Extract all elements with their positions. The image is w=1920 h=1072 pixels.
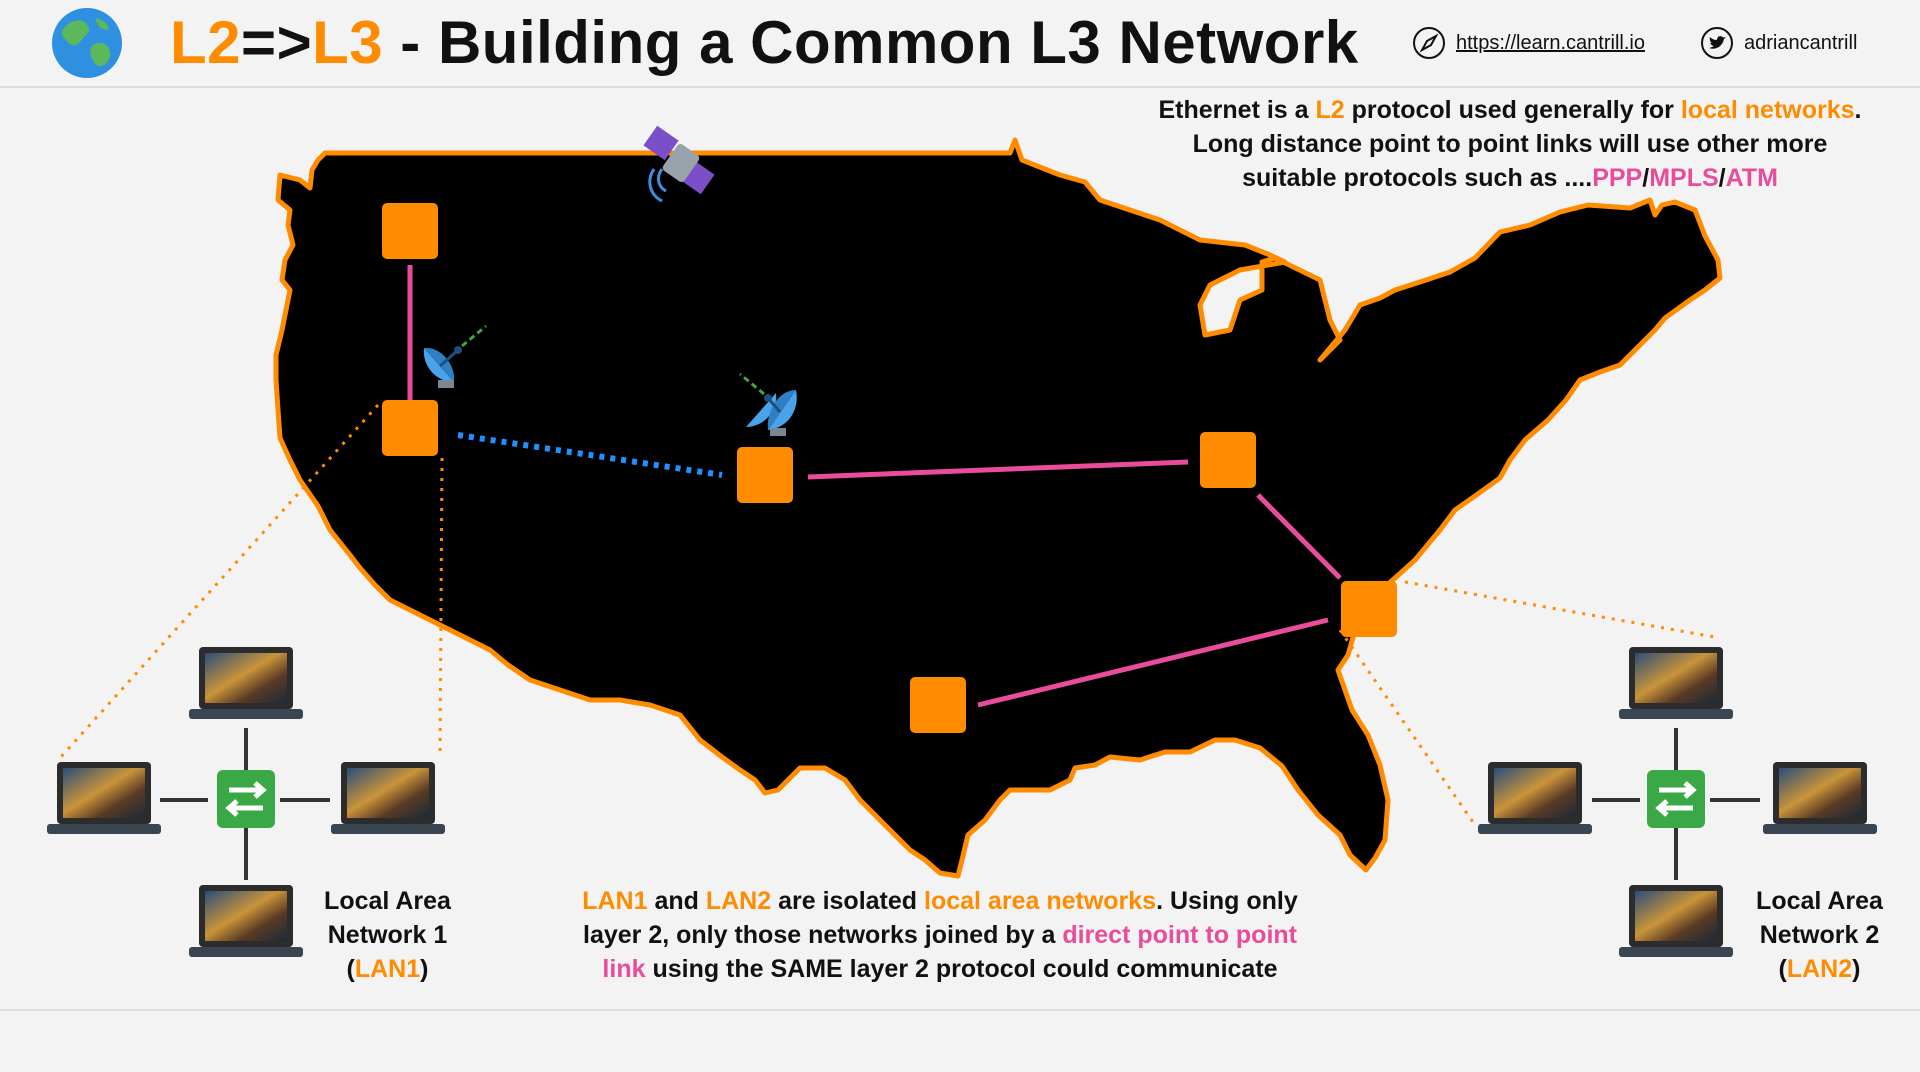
paren: ( — [346, 955, 355, 983]
note-l2: L2 — [1315, 96, 1345, 124]
note-local-area-networks: local area networks — [924, 887, 1157, 915]
laptop-icon[interactable] — [1619, 885, 1733, 957]
note-top-line2: Long distance point to point links will … — [1192, 130, 1828, 158]
laptop-icon[interactable] — [331, 762, 445, 834]
laptop-icon[interactable] — [189, 647, 303, 719]
network-switch-icon — [1647, 770, 1705, 828]
note-text: and — [647, 887, 706, 915]
note-text: are isolated — [771, 887, 925, 915]
title-arrow: => — [241, 9, 313, 76]
satellite-dish-icon — [739, 372, 797, 436]
lan2-label-line1: Local Area — [1756, 887, 1883, 915]
protocol-ppp: PPP — [1592, 164, 1643, 192]
note-direct-link: direct point to point — [1062, 921, 1297, 949]
note-bottom-line3: link using the SAME layer 2 protocol cou… — [540, 952, 1340, 986]
router-south-east — [1341, 581, 1397, 637]
note-text: . Using only — [1156, 887, 1298, 915]
note-text: protocol used generally for — [1344, 96, 1681, 124]
note-text: Ethernet is a — [1158, 96, 1316, 124]
note-local-networks: local networks — [1680, 96, 1855, 124]
title-rest: - Building a Common L3 Network — [383, 9, 1359, 76]
title-l2: L2 — [170, 9, 242, 76]
lan1-label-line1: Local Area — [324, 887, 451, 915]
page-title: L2=>L3 - Building a Common L3 Network — [170, 8, 1359, 77]
router-west — [382, 400, 438, 456]
website-link[interactable]: https://learn.cantrill.io — [1412, 26, 1645, 60]
satellite-icon — [643, 125, 715, 203]
lan2-code: LAN2 — [1786, 955, 1853, 983]
note-link: link — [602, 955, 646, 983]
note-text: / — [1718, 164, 1726, 192]
twitter-link[interactable]: adriancantrill — [1700, 26, 1857, 60]
laptop-icon[interactable] — [1619, 647, 1733, 719]
note-top-line3: suitable protocols such as ....PPP/MPLS/… — [1120, 161, 1900, 195]
laptop-icon[interactable] — [1763, 762, 1877, 834]
lan1-label-line2: Network 1 — [327, 921, 448, 949]
laptop-icon[interactable] — [47, 762, 161, 834]
router-north-east — [1200, 432, 1256, 488]
router-south — [910, 677, 966, 733]
lan1-code: LAN1 — [354, 955, 421, 983]
note-text: suitable protocols such as .... — [1242, 164, 1593, 192]
twitter-icon — [1701, 27, 1733, 59]
laptop-icon[interactable] — [1478, 762, 1592, 834]
paren: ) — [1852, 955, 1861, 983]
note-lan2: LAN2 — [705, 887, 772, 915]
usa-map — [273, 137, 1723, 879]
globe-icon — [52, 8, 122, 78]
paren: ) — [420, 955, 429, 983]
lan1-label: Local Area Network 1 (LAN1) — [300, 884, 475, 986]
router-central — [737, 447, 793, 503]
note-text: . — [1854, 96, 1862, 124]
website-url[interactable]: https://learn.cantrill.io — [1456, 31, 1645, 54]
title-l3: L3 — [312, 9, 384, 76]
satellite-dish-icon — [423, 324, 487, 388]
lan2-label-line3: (LAN2) — [1732, 952, 1907, 986]
router-north-west — [382, 203, 438, 259]
note-bottom-line2: layer 2, only those networks joined by a… — [540, 918, 1340, 952]
laptop-icon[interactable] — [189, 885, 303, 957]
note-top-line1: Ethernet is a L2 protocol used generally… — [1120, 93, 1900, 127]
note-top: Ethernet is a L2 protocol used generally… — [1120, 93, 1900, 195]
note-text: using the SAME layer 2 protocol could co… — [645, 955, 1278, 983]
note-text: / — [1642, 164, 1650, 192]
network-switch-icon — [217, 770, 275, 828]
protocol-atm: ATM — [1725, 164, 1778, 192]
lan2-label: Local Area Network 2 (LAN2) — [1732, 884, 1907, 986]
note-text: layer 2, only those networks joined by a — [583, 921, 1063, 949]
compass-icon — [1413, 27, 1445, 59]
note-bottom: LAN1 and LAN2 are isolated local area ne… — [540, 884, 1340, 986]
lan2-label-line2: Network 2 — [1759, 921, 1880, 949]
lan1-label-line3: (LAN1) — [300, 952, 475, 986]
protocol-mpls: MPLS — [1649, 164, 1719, 192]
note-lan1: LAN1 — [582, 887, 648, 915]
twitter-handle[interactable]: adriancantrill — [1744, 31, 1858, 54]
lan1-network — [47, 647, 445, 957]
lan2-network — [1478, 647, 1877, 957]
paren: ( — [1778, 955, 1787, 983]
note-bottom-line1: LAN1 and LAN2 are isolated local area ne… — [540, 884, 1340, 918]
footer-divider — [0, 1009, 1920, 1011]
header: L2=>L3 - Building a Common L3 Network ht… — [0, 0, 1920, 88]
